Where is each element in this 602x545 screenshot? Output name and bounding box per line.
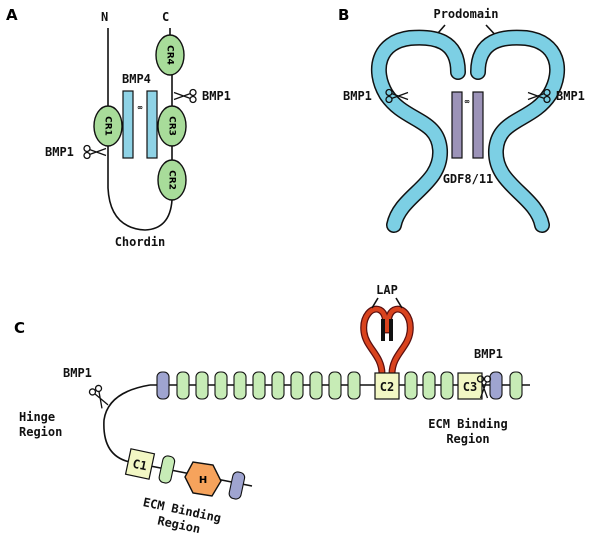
- cr2-domain: [157, 159, 187, 201]
- egf-domain: [290, 371, 304, 400]
- hybrid-domain: [184, 461, 222, 497]
- cr3-label: CR3: [167, 116, 177, 136]
- c2-box: [374, 372, 400, 400]
- gdf-bar-left: [451, 91, 463, 159]
- egf-domain: [214, 371, 228, 400]
- cr1-label: CR1: [103, 116, 113, 136]
- lap-pointer-lines: [371, 297, 403, 309]
- lap-prodomain: [361, 306, 413, 377]
- prodomain-left: [372, 31, 465, 232]
- cr4-label: CR4: [165, 45, 175, 65]
- n-terminus-label: N: [101, 10, 108, 24]
- scissors-icon: [87, 383, 112, 411]
- egf-repeats-upper: [156, 371, 523, 400]
- cr2-label: CR2: [167, 170, 177, 190]
- bmp1-c-left-label: BMP1: [63, 366, 92, 380]
- cr4-domain: [155, 34, 185, 76]
- gdf-label: GDF8/11: [443, 172, 494, 186]
- chordin-backbone-loop: [107, 141, 173, 231]
- c-terminus-label: C: [162, 10, 169, 24]
- chordin-label: Chordin: [115, 235, 166, 249]
- gdf-bar-right: [472, 91, 484, 159]
- ecm-right-line2: Region: [446, 432, 489, 446]
- ecm-left-group: ECM Binding Region: [142, 495, 223, 536]
- lap-ligand-right: [389, 319, 393, 341]
- bmp4-label: BMP4: [122, 72, 151, 86]
- c3-label: C3: [463, 380, 477, 394]
- cr1-domain: [93, 105, 123, 147]
- egf-domain: [440, 371, 454, 400]
- egf-domain: [176, 371, 190, 400]
- panel-c: C LAP: [14, 283, 530, 536]
- c-hinge-curve: [103, 384, 151, 463]
- egf-domain: [195, 371, 209, 400]
- panel-c-letter: C: [14, 319, 25, 337]
- egf-domain: [404, 371, 418, 400]
- svg-text:∞: ∞: [465, 97, 470, 106]
- c1-label: C1: [131, 457, 148, 474]
- hinge-line2: Region: [19, 425, 62, 439]
- bmp4-bar-left: [122, 90, 134, 159]
- panel-b: B Prodomain ∞ GDF8/11 BMP1 BMP1: [338, 6, 585, 233]
- egf-domain: [509, 371, 523, 400]
- scissors-icon: [83, 144, 107, 160]
- cr3-domain: [157, 105, 187, 147]
- egf-domain: [328, 371, 342, 400]
- panel-b-letter: B: [338, 6, 349, 24]
- egf-domain: [252, 371, 266, 400]
- prodomain-right: [471, 31, 564, 232]
- panel-a-letter: A: [6, 6, 18, 24]
- hex-label: H: [199, 475, 207, 486]
- bmp1-cleave-left-label: BMP1: [45, 145, 74, 159]
- bmp1-cleave-right-label: BMP1: [202, 89, 231, 103]
- c1-box-group: C1: [124, 448, 156, 480]
- lap-label: LAP: [376, 283, 398, 297]
- ecm-right-line1: ECM Binding: [428, 417, 507, 431]
- c1-box: [124, 448, 156, 480]
- egf-domain: [228, 471, 246, 500]
- scissors-icon: [173, 88, 197, 104]
- bmp1-left-label: BMP1: [343, 89, 372, 103]
- egf-domain: [233, 371, 247, 400]
- egf-domain: [309, 371, 323, 400]
- hinge-line1: Hinge: [19, 410, 55, 424]
- c2-label: C2: [380, 380, 394, 394]
- svg-text:∞: ∞: [138, 103, 143, 112]
- egf-domain: [158, 455, 176, 484]
- prodomain-label: Prodomain: [433, 7, 498, 21]
- bmp4-bar-right: [146, 90, 158, 159]
- egf-domain: [156, 371, 170, 400]
- bmp1-right-label: BMP1: [556, 89, 585, 103]
- egf-domain: [489, 371, 503, 400]
- lap-ligand-left: [381, 319, 385, 341]
- egf-domain: [422, 371, 436, 400]
- egf-domain: [271, 371, 285, 400]
- egf-domain: [347, 371, 361, 400]
- panel-a: A N C ∞ BMP4 CR4 CR1 CR3 CR2 BMP1 BMP1 C…: [6, 6, 231, 249]
- bmp1-c-right-label: BMP1: [474, 347, 503, 361]
